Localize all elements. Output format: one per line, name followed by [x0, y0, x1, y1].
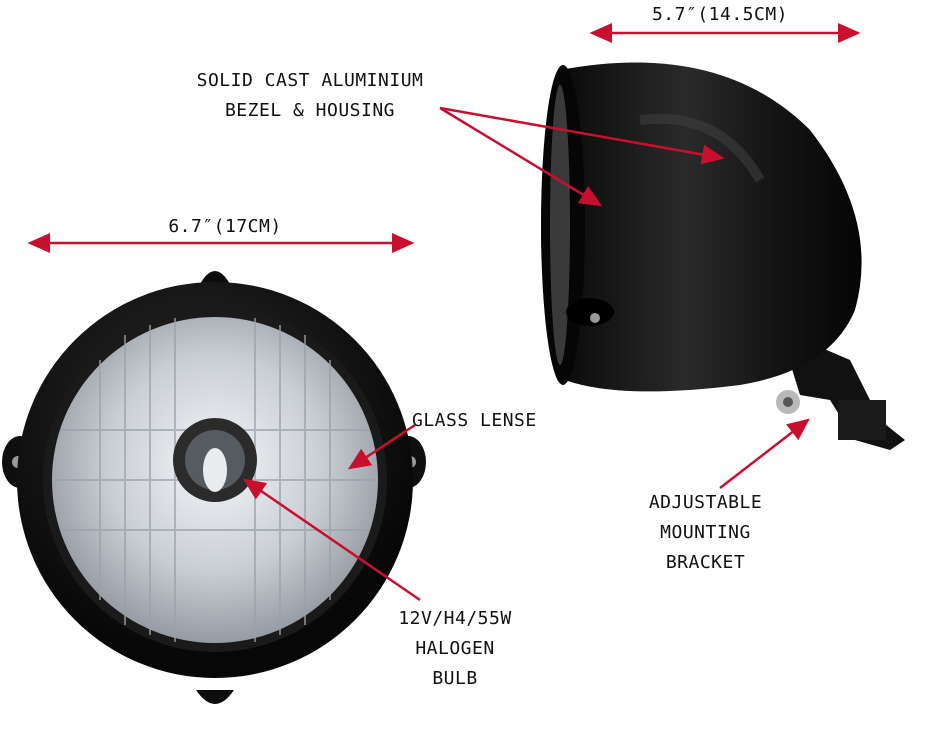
bracket-arrow: [719, 418, 810, 489]
housing-label: SOLID CAST ALUMINIUM BEZEL & HOUSING: [160, 66, 460, 126]
wire-slot: [566, 298, 614, 326]
front-width-label: 6.7″(17CM): [150, 212, 300, 242]
front-headlight: [2, 271, 426, 704]
glass-text: GLASS LENSE: [412, 410, 537, 431]
halogen-bulb: [203, 448, 227, 492]
bulb-line-3: BULB: [432, 668, 478, 689]
bulb-line-2: HALOGEN: [415, 638, 495, 659]
housing-line-2: BEZEL & HOUSING: [224, 100, 396, 121]
glass-arrow: [347, 423, 416, 470]
side-headlight: [541, 62, 905, 450]
glass-label: GLASS LENSE: [412, 406, 582, 436]
side-width-text: 5.7″(14.5CM): [651, 4, 789, 25]
bracket-line-1: ADJUSTABLE: [648, 492, 763, 513]
side-width-label: 5.7″(14.5CM): [630, 0, 810, 30]
housing-arrow-2: [439, 106, 603, 207]
housing-bowl: [541, 62, 862, 392]
front-width-text: 6.7″(17CM): [168, 216, 282, 237]
bracket-label: ADJUSTABLE MOUNTING BRACKET: [618, 488, 793, 578]
housing-arrow-1: [439, 106, 725, 165]
bezel-bottom-peak: [196, 690, 234, 704]
bulb-line-1: 12V/H4/55W: [398, 608, 512, 629]
housing-line-1: SOLID CAST ALUMINIUM: [196, 70, 424, 91]
bulb-label: 12V/H4/55W HALOGEN BULB: [360, 604, 550, 694]
bracket-line-2: MOUNTING: [660, 522, 751, 543]
annotation-arrows: [27, 23, 861, 602]
bracket-line-3: BRACKET: [665, 552, 746, 573]
bulb-arrow: [242, 478, 421, 602]
